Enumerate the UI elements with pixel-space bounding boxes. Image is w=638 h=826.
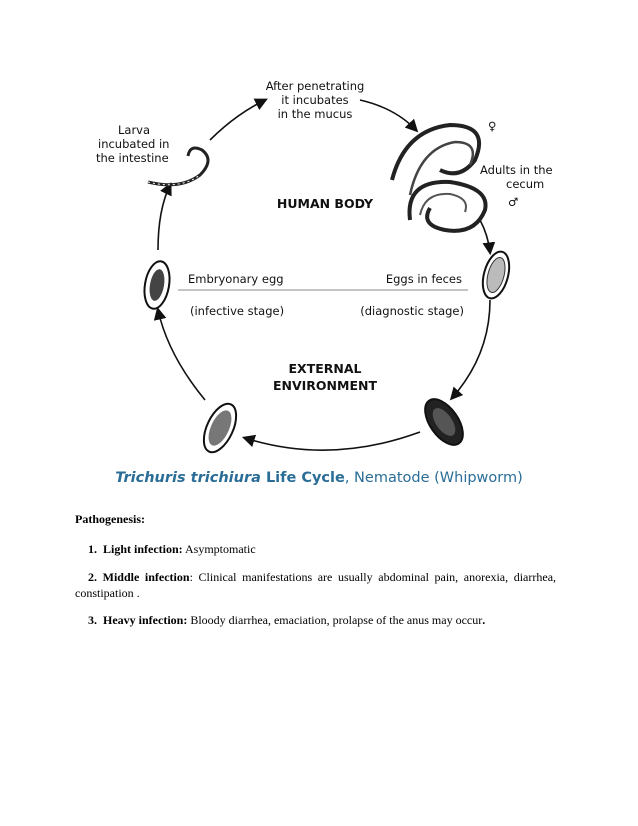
arrow-top-to-adults bbox=[359, 99, 419, 133]
label-after-penetrating-2: it incubates bbox=[281, 93, 348, 107]
label-after-penetrating-3: in the mucus bbox=[278, 107, 353, 121]
label-external-2: ENVIRONMENT bbox=[273, 378, 377, 393]
label-infective-stage: (infective stage) bbox=[190, 304, 284, 318]
arrow-egg-to-embryonary bbox=[153, 306, 206, 401]
label-adults-2: cecum bbox=[506, 177, 544, 191]
item-text: : Clinical manifestations are usually ab… bbox=[189, 570, 557, 584]
item-number: 3. bbox=[88, 613, 97, 627]
caption-rest: , Nematode (Whipworm) bbox=[344, 470, 523, 486]
item-title: Middle infection bbox=[102, 570, 190, 584]
arrow-adults-to-feces bbox=[479, 219, 496, 256]
list-item-middle: 2. Middle infection: Clinical manifestat… bbox=[88, 570, 556, 585]
pathogenesis-heading: Pathogenesis: bbox=[75, 512, 145, 526]
label-larva-3: the intestine bbox=[96, 151, 169, 165]
item-number: 1. bbox=[88, 542, 97, 556]
egg-larva-icon bbox=[202, 402, 238, 454]
caption-species: Trichuris trichiura bbox=[115, 470, 261, 486]
life-cycle-diagram: After penetrating it incubates in the mu… bbox=[96, 79, 553, 454]
adult-worms-icon bbox=[390, 122, 488, 233]
label-larva-2: incubated in bbox=[98, 137, 169, 151]
item-text: Bloody diarrhea, emaciation, prolapse of… bbox=[187, 613, 483, 627]
list-item-middle-continuation: constipation . bbox=[75, 586, 140, 600]
label-larva-1: Larva bbox=[118, 123, 150, 137]
female-symbol: ♀ bbox=[488, 119, 496, 133]
male-symbol: ♂ bbox=[508, 195, 518, 209]
label-human-body: HUMAN BODY bbox=[277, 196, 374, 211]
item-title: Light infection: bbox=[103, 542, 183, 556]
item-end: . bbox=[482, 613, 486, 627]
label-after-penetrating-1: After penetrating bbox=[266, 79, 365, 93]
label-embryonary-egg: Embryonary egg bbox=[188, 272, 284, 286]
arrow-larva-to-top bbox=[209, 98, 268, 141]
list-item-light: 1. Light infection: Asymptomatic bbox=[88, 542, 256, 557]
label-external-1: EXTERNAL bbox=[289, 361, 362, 376]
egg-feces-icon bbox=[481, 250, 511, 300]
egg-embryonary-icon bbox=[143, 260, 171, 310]
label-adults-1: Adults in the bbox=[480, 163, 553, 177]
caption-life-cycle: Life Cycle bbox=[260, 470, 345, 486]
item-number: 2. bbox=[88, 570, 97, 584]
diagram-caption: Trichuris trichiura Life Cycle, Nematode… bbox=[0, 470, 638, 486]
larva-icon bbox=[147, 146, 210, 187]
label-eggs-in-feces: Eggs in feces bbox=[386, 272, 462, 286]
item-text: Asymptomatic bbox=[182, 542, 256, 556]
arrow-embryonary-to-larva bbox=[157, 182, 172, 251]
label-diagnostic-stage: (diagnostic stage) bbox=[360, 304, 464, 318]
egg-embryonating-icon bbox=[424, 398, 464, 446]
list-item-heavy: 3. Heavy infection: Bloody diarrhea, ema… bbox=[88, 613, 485, 628]
item-title: Heavy infection: bbox=[103, 613, 188, 627]
arrow-env-to-egg bbox=[241, 431, 421, 451]
arrow-feces-to-env bbox=[449, 299, 491, 401]
